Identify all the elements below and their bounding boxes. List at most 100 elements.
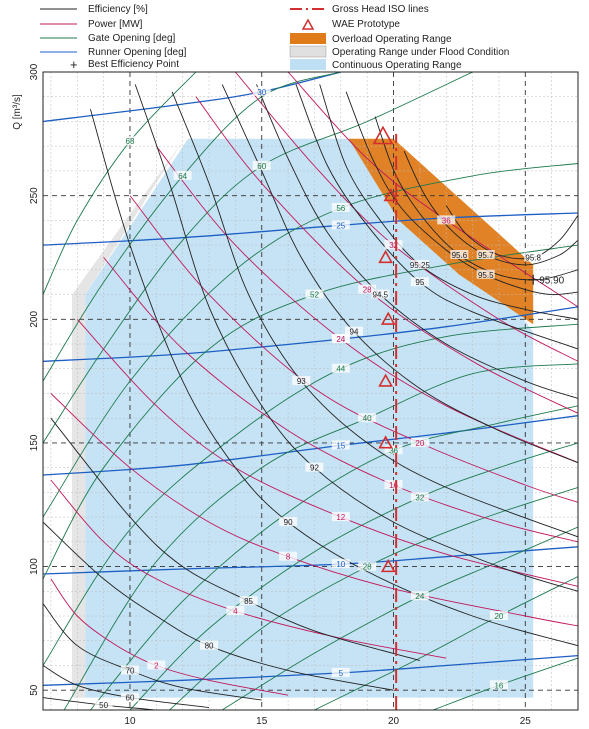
curve-label-bg xyxy=(410,591,429,601)
markers: 95.90 xyxy=(372,125,565,710)
curve-label-bg xyxy=(252,160,271,170)
curve-label-bg xyxy=(384,240,403,250)
curve-label-bg xyxy=(120,665,139,675)
gate-curve-label: 56 xyxy=(336,204,345,213)
curve-label-bg xyxy=(524,252,543,262)
legend-label-power: Power [MW] xyxy=(88,19,143,30)
runner-curve-label: 30 xyxy=(257,88,266,97)
power-curve-12 xyxy=(76,318,578,587)
x-tick-label: 15 xyxy=(256,716,268,727)
gate-curve-label: 68 xyxy=(126,137,135,146)
curve-label-bg xyxy=(305,289,324,299)
efficiency-curve-95-8 xyxy=(445,205,578,260)
runner-curve-label: 25 xyxy=(336,221,345,230)
curve-label-bg xyxy=(239,596,258,606)
efficiency-curve-80 xyxy=(43,521,394,691)
legend-label-continuous: Continuous Operating Range xyxy=(332,60,462,71)
curve-label-bg xyxy=(305,462,324,472)
legend-label-flood: Operating Range under Flood Condition xyxy=(332,47,509,58)
y-tick-label: 100 xyxy=(29,558,40,575)
x-tick-label: 20 xyxy=(388,716,400,727)
legend-item-efficiency: Efficiency [%] xyxy=(40,4,148,15)
curve-label-bg xyxy=(410,259,429,269)
curve-label-bg xyxy=(331,220,350,230)
efficiency-curve-label: 80 xyxy=(205,642,214,651)
gate-curve-20 xyxy=(314,576,578,710)
plot-frame xyxy=(42,71,579,711)
power-curve-label: 24 xyxy=(336,335,345,344)
power-curve-label: 28 xyxy=(363,286,372,295)
plus-marker-icon: + xyxy=(70,57,78,72)
y-axis-label: Q [m³/s] xyxy=(12,94,23,130)
legend-item-wae-prototype: WAE Prototype xyxy=(301,18,400,30)
gate-curve-label: 40 xyxy=(363,414,372,423)
wae-prototype-point xyxy=(372,125,394,145)
gate-curve-label: 64 xyxy=(178,172,187,181)
curve-label-bg xyxy=(94,700,113,710)
efficiency-curve-label: 90 xyxy=(284,518,293,527)
legend-label-gross-head: Gross Head ISO lines xyxy=(332,4,429,15)
power-curve-label: 20 xyxy=(415,439,424,448)
efficiency-curve-label: 85 xyxy=(244,597,253,606)
gate-curve-56 xyxy=(43,163,578,518)
curve-label-bg xyxy=(358,413,377,423)
efficiency-curve-label: 92 xyxy=(310,464,319,473)
power-curve-2 xyxy=(50,578,289,696)
curve-label-bg xyxy=(450,249,469,259)
efficiency-curve-label: 60 xyxy=(126,694,135,703)
gate-curve-label: 52 xyxy=(310,291,319,300)
legend-label-runner-opening: Runner Opening [deg] xyxy=(88,47,187,58)
efficiency-curve-85 xyxy=(50,417,421,661)
curve-label-bg xyxy=(331,559,350,569)
gate-curve-label: 32 xyxy=(415,493,424,502)
gate-curve-label: 44 xyxy=(336,365,345,374)
efficiency-curve-label: 95.7 xyxy=(478,251,494,260)
curve-label-bg xyxy=(410,492,429,502)
power-curve-label: 16 xyxy=(389,481,398,490)
gate-curve-52 xyxy=(43,244,578,580)
curve-label-bg xyxy=(331,440,350,450)
curve-label-bg xyxy=(331,363,350,373)
legend-item-best-efficiency-point: + Best Efficiency Point xyxy=(70,57,179,72)
legend-item-gate-opening: Gate Opening [deg] xyxy=(40,33,176,44)
curve-label-bg xyxy=(173,170,192,180)
curve-label-bg xyxy=(476,249,495,259)
curve-label-bg xyxy=(279,517,298,527)
gate-curve-36 xyxy=(90,405,578,710)
curve-label-bg xyxy=(437,215,456,225)
efficiency-curve-label: 93 xyxy=(297,377,306,386)
curve-label-bg xyxy=(292,376,311,386)
legend-item-runner-opening: Runner Opening [deg] xyxy=(40,47,187,58)
curve-label-bg xyxy=(384,479,403,489)
y-tick-label: 250 xyxy=(29,187,40,204)
curve-label-bg xyxy=(384,445,403,455)
runner-curve-label: 15 xyxy=(336,441,345,450)
power-curve-20 xyxy=(129,195,578,503)
efficiency-curve-label: 95 xyxy=(415,278,424,287)
curve-label-bg xyxy=(331,334,350,344)
curve-label-bg xyxy=(331,203,350,213)
power-curve-label: 32 xyxy=(389,241,398,250)
curve-label-bg xyxy=(200,640,219,650)
gate-curve-label: 24 xyxy=(415,592,424,601)
legend-label-best-efficiency-point: Best Efficiency Point xyxy=(88,59,179,70)
curve-label-bg xyxy=(279,551,298,561)
efficiency-curve-label: 95.25 xyxy=(410,261,431,270)
legend-item-gross-head-iso-lines: Gross Head ISO lines xyxy=(290,4,429,15)
y-tick-label: 200 xyxy=(29,311,40,328)
gate-curve-label: 60 xyxy=(257,162,266,171)
efficiency-curve-92 xyxy=(134,84,578,592)
efficiency-curve-90 xyxy=(89,108,578,647)
efficiency-curve-label: 70 xyxy=(126,666,135,675)
power-curve-label: 12 xyxy=(336,513,345,522)
gate-curve-44 xyxy=(43,323,578,666)
legend-label-efficiency: Efficiency [%] xyxy=(88,4,148,15)
legend-label-wae-prototype: WAE Prototype xyxy=(332,19,400,30)
efficiency-curve-label: 94 xyxy=(350,328,359,337)
curve-label-bg xyxy=(410,437,429,447)
curve-label-bg xyxy=(489,611,508,621)
efficiency-curve-label: 94.5 xyxy=(373,291,389,300)
curve-label-bg xyxy=(120,692,139,702)
efficiency-curve-95 xyxy=(295,84,578,350)
runner-curve-30 xyxy=(43,72,341,123)
